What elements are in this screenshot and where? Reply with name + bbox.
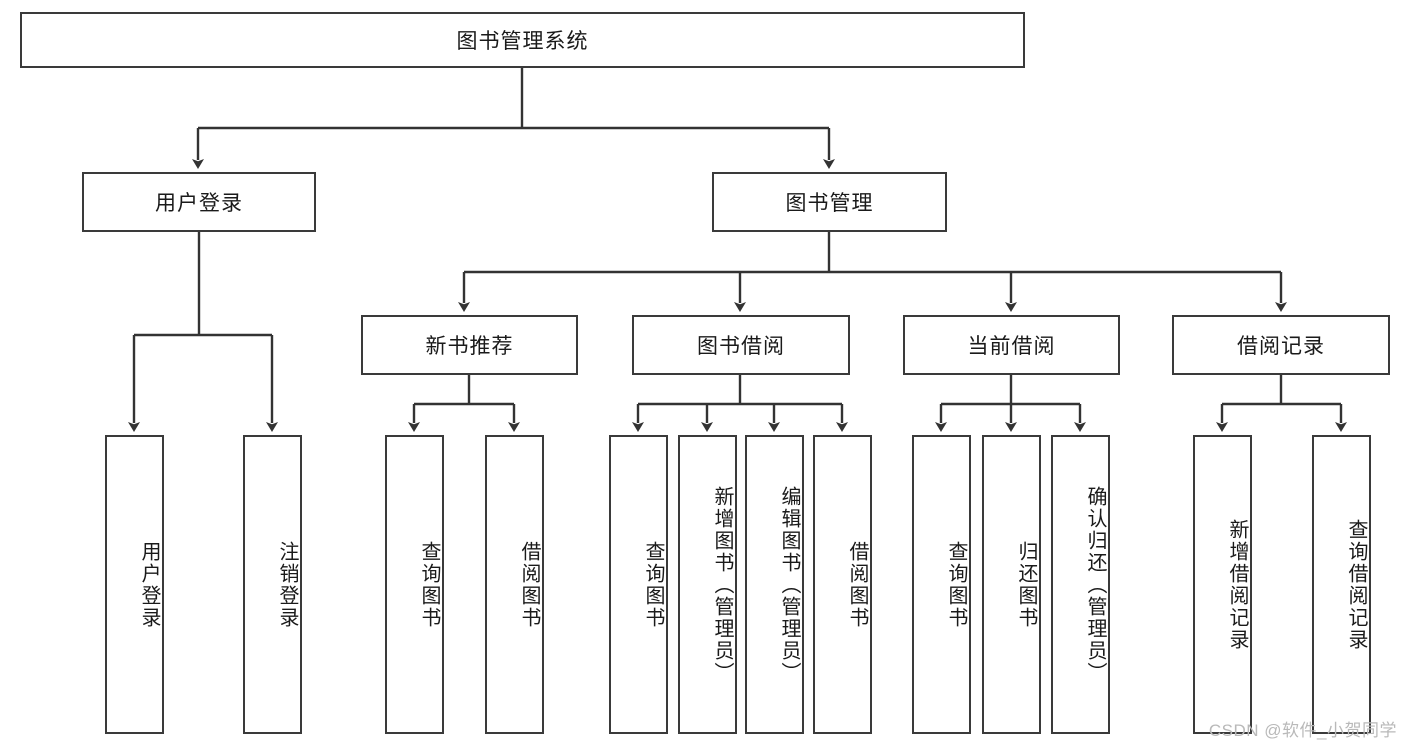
node-leaf-query-record[interactable]: 查询借阅记录 (1312, 435, 1371, 734)
node-user-login[interactable]: 用户登录 (82, 172, 316, 232)
node-label: 查询图书 (642, 540, 664, 629)
node-leaf-query-book-2[interactable]: 查询图书 (609, 435, 668, 734)
node-label: 新增借阅记录 (1226, 518, 1248, 651)
node-book-manage[interactable]: 图书管理 (712, 172, 947, 232)
node-label: 新书推荐 (425, 335, 514, 358)
node-book-borrow[interactable]: 图书借阅 (632, 315, 850, 375)
node-label: 注销登录 (276, 540, 298, 629)
node-label: 归还图书 (1015, 540, 1037, 629)
node-label: 编辑图书（管理员） (778, 485, 800, 684)
node-leaf-return-book[interactable]: 归还图书 (982, 435, 1041, 734)
node-leaf-edit-book[interactable]: 编辑图书（管理员） (745, 435, 804, 734)
node-label: 用户登录 (155, 192, 243, 215)
node-leaf-query-book-1[interactable]: 查询图书 (385, 435, 444, 734)
csdn-watermark: CSDN @软件_小贺同学 (1208, 721, 1397, 740)
node-leaf-query-book-3[interactable]: 查询图书 (912, 435, 971, 734)
node-leaf-user-login[interactable]: 用户登录 (105, 435, 164, 734)
node-leaf-add-book[interactable]: 新增图书（管理员） (678, 435, 737, 734)
node-label: 用户登录 (138, 540, 160, 629)
node-label: 图书借阅 (697, 335, 785, 358)
node-leaf-borrow-book-2[interactable]: 借阅图书 (813, 435, 872, 734)
node-label: 借阅图书 (518, 540, 540, 629)
node-label: 查询图书 (945, 540, 967, 629)
node-label: 确认归还（管理员） (1084, 485, 1106, 684)
node-root-book-management-system[interactable]: 图书管理系统 (20, 12, 1025, 68)
node-leaf-logout-login[interactable]: 注销登录 (243, 435, 302, 734)
node-label: 当前借阅 (967, 335, 1056, 358)
node-label: 借阅记录 (1237, 335, 1325, 358)
node-leaf-add-record[interactable]: 新增借阅记录 (1193, 435, 1252, 734)
node-borrow-record[interactable]: 借阅记录 (1172, 315, 1390, 375)
node-new-book-recommend[interactable]: 新书推荐 (361, 315, 578, 375)
node-leaf-borrow-book-1[interactable]: 借阅图书 (485, 435, 544, 734)
node-label: 新增图书（管理员） (711, 485, 733, 684)
node-leaf-confirm-return[interactable]: 确认归还（管理员） (1051, 435, 1110, 734)
node-current-borrow[interactable]: 当前借阅 (903, 315, 1120, 375)
node-label: 借阅图书 (846, 540, 868, 629)
node-label: 图书管理 (785, 192, 874, 215)
node-label: 图书管理系统 (456, 30, 589, 53)
node-label: 查询图书 (418, 540, 440, 629)
node-label: 查询借阅记录 (1345, 518, 1367, 651)
